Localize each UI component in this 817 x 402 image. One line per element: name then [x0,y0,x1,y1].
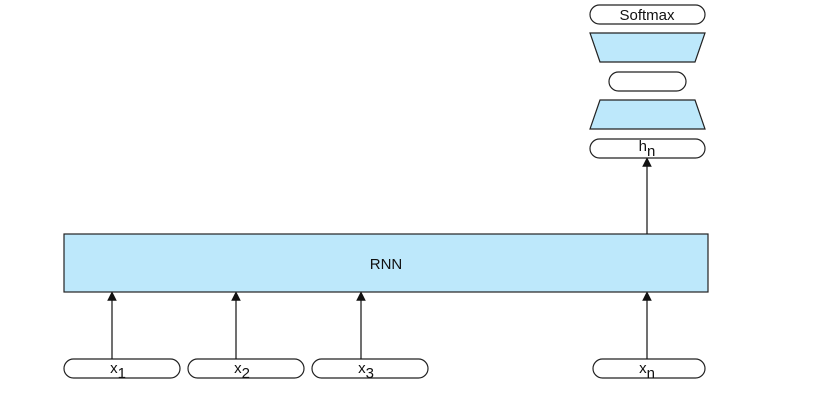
ffn-hidden-node [608,71,687,92]
svg-text:x2: x2 [234,360,250,382]
hidden-sub: n [647,143,655,160]
input-x1-sub: 1 [118,365,126,382]
svg-text:x3: x3 [358,360,374,382]
svg-text:hn: hn [639,138,656,160]
input-x1-base: x [110,360,118,377]
input-x2-base: x [234,360,242,377]
input-x3-base: x [358,360,366,377]
softmax-node: Softmax [589,4,706,25]
input-xn-base: x [639,360,647,377]
input-node-x3: x3 [311,358,429,382]
hidden-base: h [639,138,647,155]
input-node-xn: xn [592,358,706,382]
svg-text:x1: x1 [110,360,126,382]
hidden-state-node: hn [589,138,706,160]
rnn-block: RNN [63,233,709,293]
rnn-label: RNN [370,256,403,273]
input-node-x1: x1 [63,358,181,382]
input-x3-sub: 3 [366,365,374,382]
input-xn-sub: n [647,365,655,382]
svg-text:xn: xn [639,360,655,382]
input-x2-sub: 2 [242,365,250,382]
ffn-layer-lower [589,99,706,130]
ffn-layer-upper [589,32,706,63]
input-node-x2: x2 [187,358,305,382]
softmax-label: Softmax [619,7,675,24]
